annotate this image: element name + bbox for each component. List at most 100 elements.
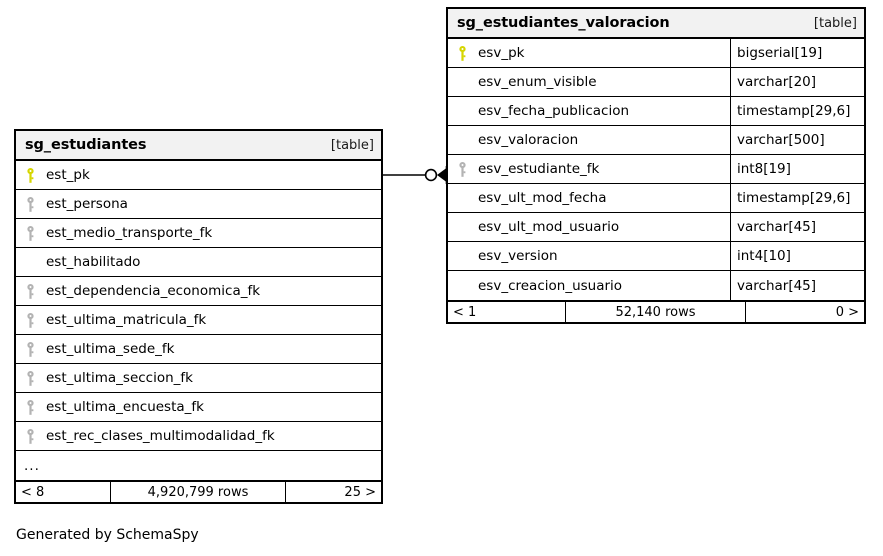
foreign-key-icon	[27, 284, 34, 299]
column-name-label: est_ultima_seccion_fk	[46, 370, 193, 386]
next-page-button[interactable]: 25 >	[344, 484, 376, 500]
column-type: int4[10]	[730, 242, 864, 270]
table-title: sg_estudiantes_valoracion	[457, 15, 670, 31]
foreign-key-icon	[27, 313, 34, 328]
column-name: est_persona	[16, 190, 381, 218]
column-row[interactable]: esv_ult_mod_usuario varchar[45]	[448, 213, 864, 242]
column-name-label: est_ultima_encuesta_fk	[46, 399, 204, 415]
table-footer: < 1 52,140 rows 0 >	[448, 300, 864, 322]
foreign-key-icon	[27, 226, 34, 241]
column-name: esv_fecha_publicacion	[448, 97, 730, 125]
table-title: sg_estudiantes	[25, 137, 147, 153]
column-row[interactable]: est_ultima_encuesta_fk	[16, 393, 381, 422]
column-row[interactable]: esv_ult_mod_fecha timestamp[29,6]	[448, 184, 864, 213]
column-name: esv_pk	[448, 39, 730, 67]
column-type: int8[19]	[730, 155, 864, 183]
column-name: esv_valoracion	[448, 126, 730, 154]
column-name: est_ultima_encuesta_fk	[16, 393, 381, 421]
foreign-key-icon	[27, 371, 34, 386]
column-name: ...	[16, 451, 381, 480]
foreign-key-icon	[27, 342, 34, 357]
column-row[interactable]: esv_creacion_usuario varchar[45]	[448, 271, 864, 300]
column-row[interactable]: esv_pk bigserial[19]	[448, 39, 864, 68]
column-name: est_medio_transporte_fk	[16, 219, 381, 247]
column-name-label: est_pk	[46, 167, 90, 183]
row-count: 4,920,799 rows	[111, 482, 286, 502]
relationship-connector[interactable]	[381, 160, 449, 190]
column-name-label: esv_estudiante_fk	[478, 161, 600, 177]
column-row[interactable]: est_dependencia_economica_fk	[16, 277, 381, 306]
column-name: est_ultima_sede_fk	[16, 335, 381, 363]
diagram-caption: Generated by SchemaSpy	[16, 527, 199, 543]
crowsfoot-many-icon	[437, 168, 447, 182]
primary-key-icon	[27, 168, 34, 183]
column-name: esv_estudiante_fk	[448, 155, 730, 183]
column-name-label: esv_creacion_usuario	[478, 277, 623, 294]
column-name: est_dependencia_economica_fk	[16, 277, 381, 305]
column-row[interactable]: esv_version int4[10]	[448, 242, 864, 271]
column-name-label: est_habilitado	[46, 254, 141, 270]
column-name-label: est_persona	[46, 196, 128, 212]
column-type: varchar[45]	[730, 213, 864, 241]
column-row[interactable]: est_ultima_sede_fk	[16, 335, 381, 364]
column-row[interactable]: est_persona	[16, 190, 381, 219]
column-type: varchar[20]	[730, 68, 864, 96]
column-row[interactable]: esv_enum_visible varchar[20]	[448, 68, 864, 97]
column-row[interactable]: esv_valoracion varchar[500]	[448, 126, 864, 155]
column-name-label: esv_ult_mod_fecha	[478, 190, 607, 206]
column-row[interactable]: est_pk	[16, 161, 381, 190]
column-row[interactable]: est_medio_transporte_fk	[16, 219, 381, 248]
column-row[interactable]: est_ultima_seccion_fk	[16, 364, 381, 393]
table-kind-label: [table]	[813, 15, 857, 31]
column-name: est_pk	[16, 161, 381, 189]
column-row[interactable]: est_ultima_matricula_fk	[16, 306, 381, 335]
column-type: bigserial[19]	[730, 39, 864, 67]
column-name: esv_creacion_usuario	[448, 271, 730, 300]
table-header: sg_estudiantes_valoracion [table]	[448, 9, 864, 39]
column-name-label: ...	[24, 457, 40, 474]
column-type: timestamp[29,6]	[730, 184, 864, 212]
cardinality-zero-icon	[424, 168, 438, 182]
column-name-label: est_ultima_sede_fk	[46, 341, 175, 357]
column-name: est_rec_clases_multimodalidad_fk	[16, 422, 381, 450]
column-row[interactable]: esv_fecha_publicacion timestamp[29,6]	[448, 97, 864, 126]
column-row[interactable]: est_habilitado	[16, 248, 381, 277]
column-name-label: esv_pk	[478, 45, 525, 61]
column-row[interactable]: est_rec_clases_multimodalidad_fk	[16, 422, 381, 451]
table-kind-label: [table]	[330, 137, 374, 153]
column-name-label: esv_ult_mod_usuario	[478, 219, 620, 235]
next-page-button[interactable]: 0 >	[835, 304, 859, 320]
column-row[interactable]: esv_estudiante_fk int8[19]	[448, 155, 864, 184]
column-name-label: est_medio_transporte_fk	[46, 225, 213, 241]
foreign-key-icon	[27, 400, 34, 415]
prev-page-button[interactable]: < 8	[16, 482, 111, 502]
foreign-key-icon	[459, 162, 466, 177]
column-name: esv_ult_mod_fecha	[448, 184, 730, 212]
column-row-more[interactable]: ...	[16, 451, 381, 480]
prev-page-button[interactable]: < 1	[448, 302, 566, 322]
column-name: est_ultima_seccion_fk	[16, 364, 381, 392]
column-name: esv_version	[448, 242, 730, 270]
column-type: timestamp[29,6]	[730, 97, 864, 125]
column-name-label: esv_version	[478, 248, 558, 264]
table-footer: < 8 4,920,799 rows 25 >	[16, 480, 381, 502]
table-sg-estudiantes-valoracion[interactable]: sg_estudiantes_valoracion [table] esv_pk…	[446, 7, 866, 324]
foreign-key-icon	[27, 429, 34, 444]
column-name: esv_ult_mod_usuario	[448, 213, 730, 241]
column-name: est_ultima_matricula_fk	[16, 306, 381, 334]
foreign-key-icon	[27, 197, 34, 212]
table-sg-estudiantes[interactable]: sg_estudiantes [table] est_pk est_persona…	[14, 129, 383, 504]
column-list: est_pk est_persona est_medio_transporte_fk…	[16, 161, 381, 480]
column-name-label: esv_enum_visible	[478, 74, 597, 90]
column-name-label: est_dependencia_economica_fk	[46, 283, 261, 299]
row-count: 52,140 rows	[566, 302, 746, 322]
column-name-label: est_rec_clases_multimodalidad_fk	[46, 428, 275, 444]
primary-key-icon	[459, 46, 466, 61]
column-name-label: esv_fecha_publicacion	[478, 103, 630, 119]
column-type: varchar[45]	[730, 271, 864, 300]
column-name: esv_enum_visible	[448, 68, 730, 96]
table-header: sg_estudiantes [table]	[16, 131, 381, 161]
column-type: varchar[500]	[730, 126, 864, 154]
column-name-label: esv_valoracion	[478, 132, 579, 148]
